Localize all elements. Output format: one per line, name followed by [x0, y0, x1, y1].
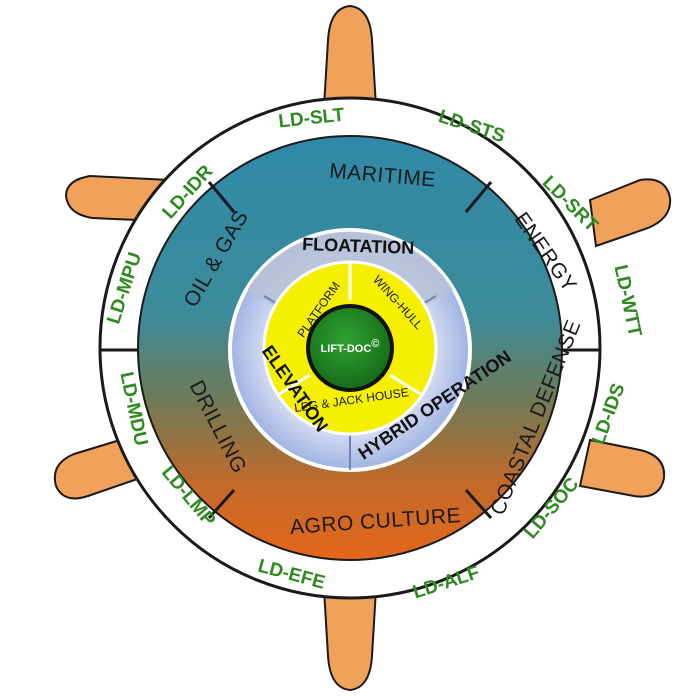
- outer-ring-dividers: [100, 181, 600, 519]
- handle-upper-right: [588, 178, 672, 248]
- hub-label-text: LIFT-DOC: [321, 343, 372, 355]
- hub-label-mark: ©: [371, 338, 379, 350]
- label-ld-wtt: LD-WTT: [610, 263, 646, 339]
- hub: [306, 304, 394, 392]
- middle-floatation: FLOATATION: [302, 234, 415, 258]
- inner-ring-dividers: [277, 262, 423, 397]
- handle-lower-right: [578, 438, 666, 498]
- hub-label: LIFT-DOC©: [321, 338, 380, 355]
